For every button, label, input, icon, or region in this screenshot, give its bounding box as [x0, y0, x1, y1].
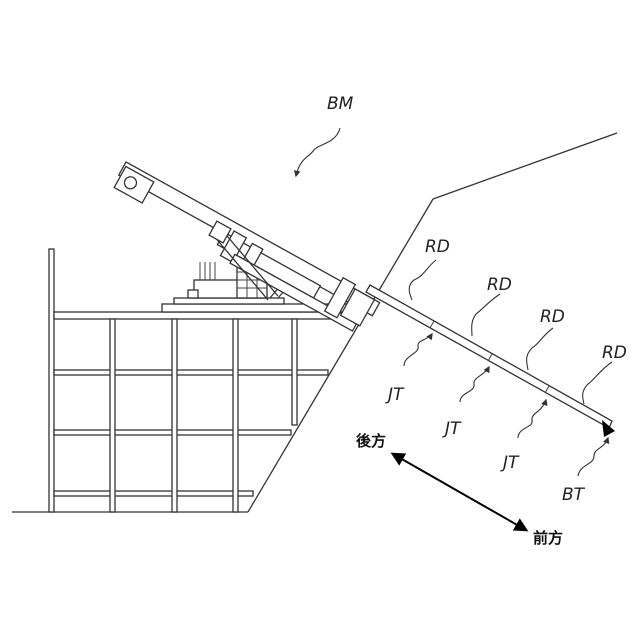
joint-label-2: JT — [442, 419, 462, 439]
joint-label-3: JT — [500, 453, 520, 473]
bit-label: BT — [562, 485, 586, 505]
bit-leader — [578, 438, 608, 476]
rear-direction-label: 後方 — [355, 432, 386, 450]
machine-leader — [296, 128, 340, 176]
ground-slope — [12, 133, 617, 512]
joint-label-1: JT — [385, 385, 405, 405]
machine-label: BM — [327, 94, 354, 114]
drill-string — [366, 285, 615, 437]
rod-label-1: RD — [425, 237, 450, 257]
rod-label-4: RD — [602, 343, 627, 363]
rod-label-3: RD — [540, 307, 565, 327]
front-direction-label: 前方 — [533, 529, 563, 547]
rod-label-2: RD — [487, 275, 512, 295]
